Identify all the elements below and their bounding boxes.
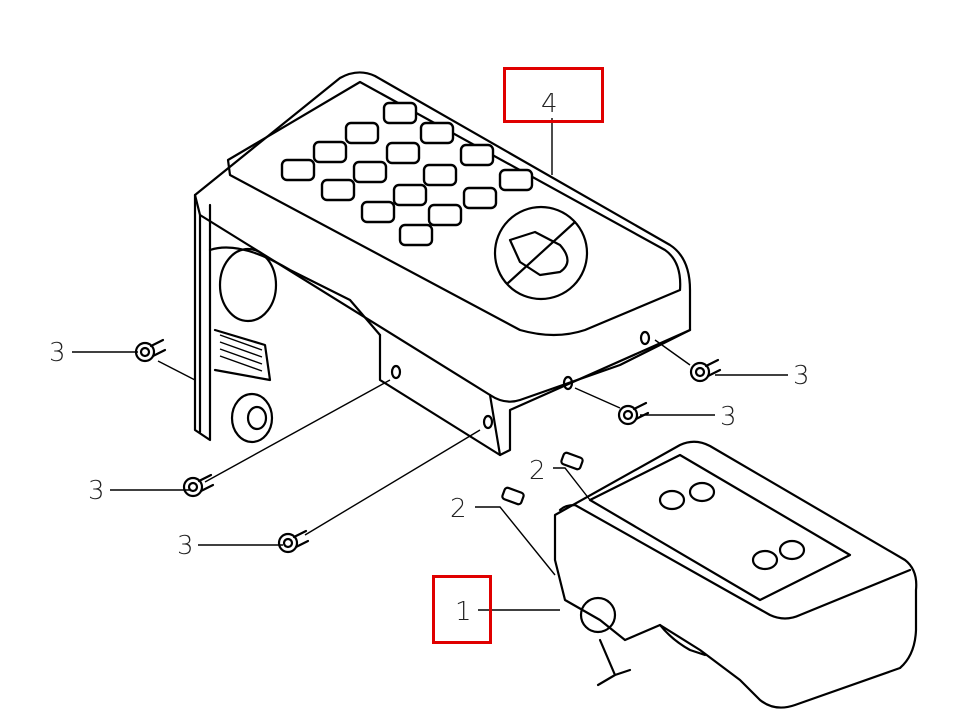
- screw-part-3: [277, 529, 310, 554]
- callout-3: 3: [88, 476, 105, 506]
- callout-3: 3: [49, 338, 66, 368]
- leader-lines: [72, 118, 788, 611]
- keypad-keys: [280, 101, 534, 247]
- keypad-key: [427, 203, 463, 227]
- callout-3: 3: [793, 361, 810, 391]
- keypad-key: [312, 140, 348, 164]
- keypad-key: [459, 143, 495, 167]
- nut-part-2: [560, 451, 584, 471]
- screw-part-3: [134, 338, 167, 363]
- callout-2: 2: [529, 456, 546, 486]
- callout-4: 4: [541, 89, 558, 119]
- keypad-key: [462, 186, 498, 210]
- keypad-key: [398, 223, 434, 247]
- keypad-key: [392, 183, 428, 207]
- keypad-key: [352, 160, 388, 184]
- keypad-key: [360, 200, 396, 224]
- keypad-key: [419, 121, 455, 145]
- keypad-key: [320, 178, 356, 202]
- keypad-key: [382, 101, 418, 125]
- keypad-cover-part-4: [193, 71, 692, 457]
- reader-box-part-1: [553, 440, 918, 709]
- screw-part-3: [182, 473, 215, 498]
- keypad-key: [422, 163, 458, 187]
- nut-part-2: [501, 486, 525, 506]
- screw-part-3: [617, 401, 650, 426]
- screw-part-3: [689, 358, 722, 383]
- callout-1: 1: [455, 597, 472, 627]
- callout-3: 3: [720, 402, 737, 432]
- callout-2: 2: [450, 494, 467, 524]
- callout-3: 3: [177, 531, 194, 561]
- keypad-key: [344, 121, 380, 145]
- highlight-box-part-4: [503, 67, 604, 123]
- highlight-box-part-1: [432, 575, 492, 644]
- keypad-key: [280, 158, 316, 182]
- keypad-key: [385, 141, 421, 165]
- keypad-key: [498, 168, 534, 192]
